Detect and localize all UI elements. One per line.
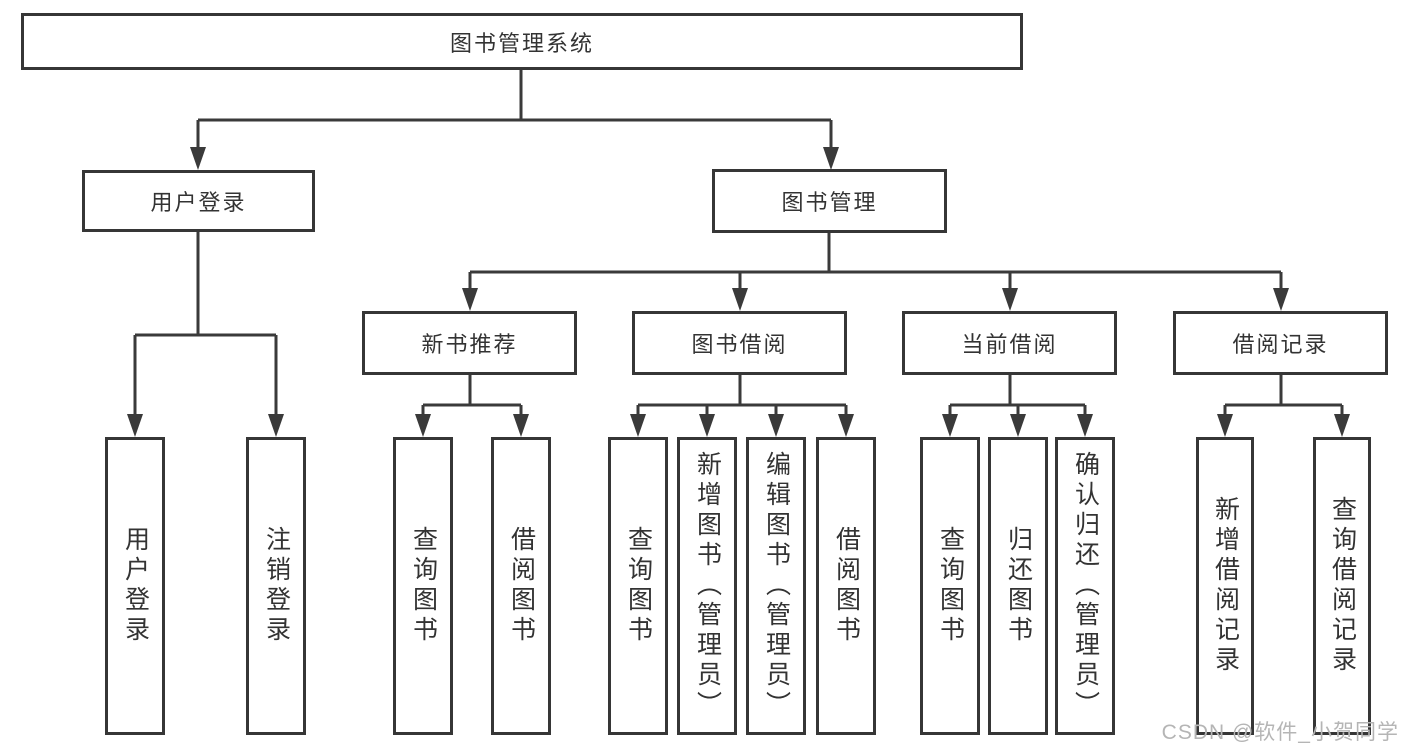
arrowhead-icon [1002,288,1018,311]
node-root-system: 图书管理系统 [21,13,1023,70]
arrowhead-icon [630,414,646,437]
node-book-management: 图书管理 [712,169,947,233]
connector-current-borrow-branch [942,375,1093,437]
node-book-borrow: 图书借阅 [632,311,847,375]
node-user-login: 用户登录 [82,170,315,232]
arrowhead-icon [699,414,715,437]
connector-book-mgmt-branch [462,233,1289,311]
node-leaf-user-login: 用户登录 [105,437,165,735]
node-leaf-borrow-book-1: 借阅图书 [491,437,551,735]
node-leaf-edit-book-admin: 编辑图书（管理员） [746,437,806,735]
node-leaf-confirm-return-admin: 确认归还（管理员） [1055,437,1115,735]
arrowhead-icon [127,414,143,437]
node-leaf-logout: 注销登录 [246,437,306,735]
node-leaf-query-book-3: 查询图书 [920,437,980,735]
node-leaf-borrow-book-2: 借阅图书 [816,437,876,735]
arrowhead-icon [1217,414,1233,437]
csdn-watermark: CSDN @软件_小贺同学 [1161,721,1399,744]
arrowhead-icon [1273,288,1289,311]
connector-borrow-record-branch [1217,375,1350,437]
arrowhead-icon [732,288,748,311]
arrowhead-icon [415,414,431,437]
arrowhead-icon [1010,414,1026,437]
arrowhead-icon [513,414,529,437]
arrowhead-icon [768,414,784,437]
connector-user-login-branch [127,232,284,437]
arrowhead-icon [462,288,478,311]
node-leaf-add-book-admin: 新增图书（管理员） [677,437,737,735]
arrowhead-icon [823,147,839,170]
node-leaf-return-book: 归还图书 [988,437,1048,735]
arrowhead-icon [190,147,206,170]
arrowhead-icon [838,414,854,437]
node-new-book-recommend: 新书推荐 [362,311,577,375]
node-leaf-query-book-1: 查询图书 [393,437,453,735]
node-current-borrow: 当前借阅 [902,311,1117,375]
node-leaf-query-book-2: 查询图书 [608,437,668,735]
node-leaf-add-borrow-record: 新增借阅记录 [1196,437,1254,735]
connector-new-book-branch [415,375,529,437]
connector-root-branches [190,70,839,170]
node-leaf-query-borrow-record: 查询借阅记录 [1313,437,1371,735]
connector-book-borrow-branch [630,375,854,437]
node-borrow-record: 借阅记录 [1173,311,1388,375]
arrowhead-icon [268,414,284,437]
arrowhead-icon [942,414,958,437]
arrowhead-icon [1334,414,1350,437]
arrowhead-icon [1077,414,1093,437]
